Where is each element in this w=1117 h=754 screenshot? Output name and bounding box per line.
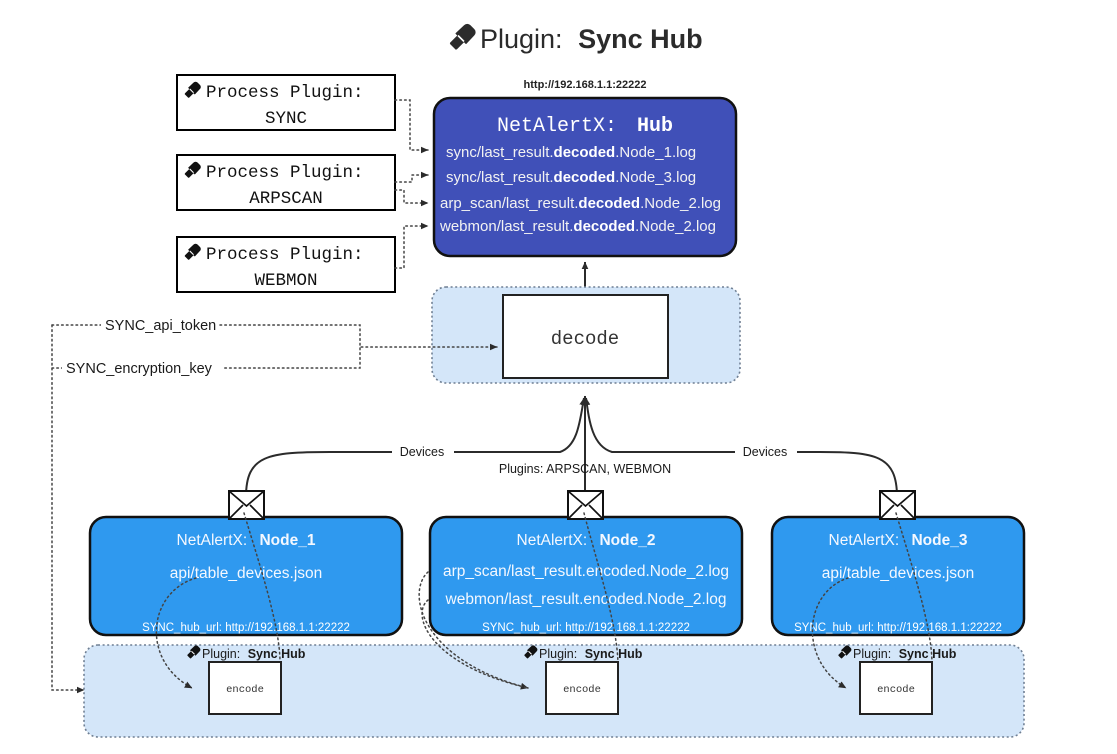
encoder-label: encode [226, 684, 264, 696]
process-plugin-name: ARPSCAN [249, 189, 323, 209]
encoder-plugin-label: Plugin: Sync Hub [539, 647, 643, 661]
node-to-decode-edges: Devices Devices Plugins: ARPSCAN, WEBMON [245, 395, 898, 498]
node-log-line: api/table_devices.json [170, 565, 323, 582]
process-plugin-box-arpscan[interactable]: Process Plugin: ARPSCAN [176, 154, 396, 211]
hub-log-line: arp_scan/last_result.decoded.Node_2.log [440, 195, 721, 212]
node-hub-url: SYNC_hub_url: http://192.168.1.1:22222 [794, 622, 1002, 634]
settings-routes: SYNC_api_token SYNC_encryption_key SYNC_… [51, 316, 498, 694]
edge-label-plugins-center: Plugins: ARPSCAN, WEBMON [499, 462, 671, 476]
node3-encode-routes [811, 512, 933, 689]
process-plugin-list: Process Plugin: SYNC Process Plugin: ARP… [176, 74, 396, 293]
plug-icon [524, 645, 538, 659]
node2-encode-routes [418, 512, 619, 690]
node-log-line: webmon/last_result.encoded.Node_2.log [445, 591, 727, 608]
node-log-line: api/table_devices.json [822, 565, 975, 582]
sync-encryption-key-label: SYNC_encryption_key [66, 361, 213, 377]
node-hub-url: SYNC_hub_url: http://192.168.1.1:22222 [482, 622, 690, 634]
envelope-icon [228, 490, 265, 520]
plug-icon [184, 243, 201, 260]
plugin-to-hub-connectors [394, 99, 429, 269]
decode-box[interactable] [502, 294, 669, 379]
encoder-plugin-label: Plugin: Sync Hub [202, 647, 306, 661]
node-box-node_1[interactable]: NetAlertX: Node_1 api/table_devices.json… [88, 490, 404, 637]
envelope-icon [879, 490, 916, 520]
node-title: NetAlertX: Node_3 [829, 532, 968, 549]
encoder-box-3[interactable]: Plugin: Sync Hub encode [838, 645, 957, 715]
encoder-box-1[interactable]: Plugin: Sync Hub encode [187, 645, 306, 715]
node-title: NetAlertX: Node_1 [177, 532, 316, 549]
plug-icon [449, 23, 476, 50]
node-box-node_2[interactable]: NetAlertX: Node_2 arp_scan/last_result.e… [428, 490, 744, 637]
hub-title: NetAlertX: Hub [497, 115, 673, 138]
process-plugin-box-sync[interactable]: Process Plugin: SYNC [176, 74, 396, 131]
plug-icon [184, 161, 201, 178]
process-plugin-label: Process Plugin: [206, 245, 364, 265]
encoder-label: encode [563, 684, 601, 696]
process-plugin-name: SYNC [265, 109, 307, 129]
process-plugin-label: Process Plugin: [206, 163, 364, 183]
plug-icon [838, 645, 852, 659]
encoder-label: encode [877, 684, 915, 696]
hub-log-line: sync/last_result.decoded.Node_3.log [446, 169, 696, 186]
svg-text:Plugin: Sync Hub: Plugin: Sync Hub [480, 24, 703, 54]
hub-node[interactable]: http://192.168.1.1:22222 NetAlertX: Hub … [432, 79, 738, 258]
sync-api-token-label: SYNC_api_token [105, 318, 216, 334]
edge-label-devices-right: Devices [743, 445, 787, 459]
process-plugin-name: WEBMON [254, 271, 317, 291]
title-prefix: Plugin: [480, 24, 563, 54]
encoder-plugin-label: Plugin: Sync Hub [853, 647, 957, 661]
title-name: Sync Hub [578, 24, 703, 54]
process-plugin-label: Process Plugin: [206, 83, 364, 103]
node-title: NetAlertX: Node_2 [517, 532, 656, 549]
decode-container: decode [431, 286, 741, 384]
plug-icon [184, 81, 201, 98]
process-plugin-box-webmon[interactable]: Process Plugin: WEBMON [176, 236, 396, 293]
edge-label-devices-left: Devices [400, 445, 444, 459]
page-title: Plugin: Sync Hub [449, 23, 703, 54]
node-log-line: arp_scan/last_result.encoded.Node_2.log [443, 563, 729, 580]
hub-log-line: sync/last_result.decoded.Node_1.log [446, 144, 696, 161]
node-box-node_3[interactable]: NetAlertX: Node_3 api/table_devices.json… [770, 490, 1026, 637]
hub-log-line: webmon/last_result.decoded.Node_2.log [439, 218, 716, 235]
decode-label: decode [551, 328, 619, 350]
encoder-box-2[interactable]: Plugin: Sync Hub encode [524, 645, 643, 715]
node-hub-url: SYNC_hub_url: http://192.168.1.1:22222 [142, 622, 350, 634]
plug-icon [187, 645, 201, 659]
envelope-icon [567, 490, 604, 520]
hub-url-label: http://192.168.1.1:22222 [524, 79, 647, 91]
